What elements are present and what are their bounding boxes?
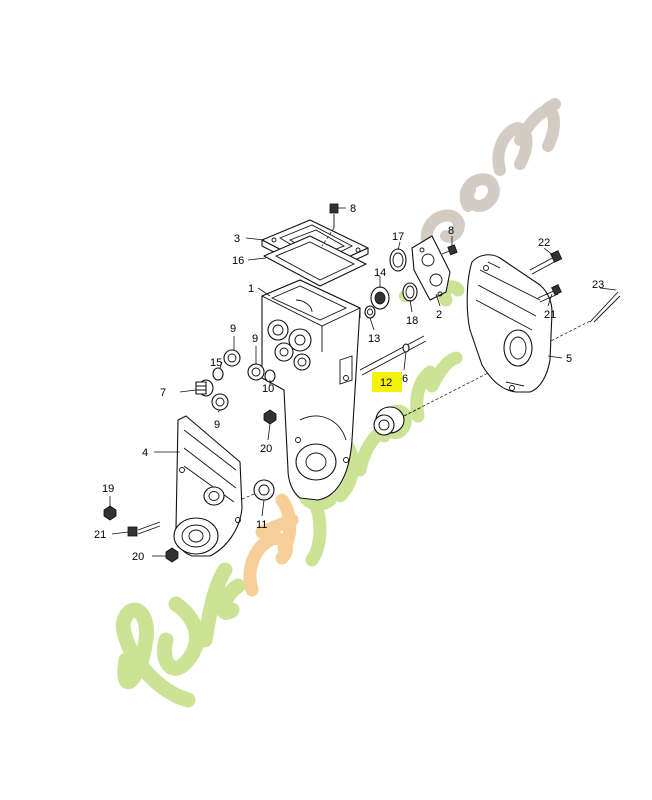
bearing-14: [370, 286, 390, 310]
bolt-22: [529, 250, 563, 275]
callout-13: 13: [368, 333, 380, 345]
cap-9-mid: [247, 363, 265, 381]
callout-1: 1: [248, 283, 254, 295]
shaft-6: [359, 335, 427, 376]
o-ring-18: [402, 282, 418, 302]
nut-20-lower: [165, 547, 179, 563]
o-ring-17: [389, 248, 407, 272]
callout-4: 4: [142, 447, 148, 459]
callout-6: 6: [402, 373, 408, 385]
callout-9-upper: 9: [230, 323, 236, 335]
callout-7: 7: [160, 387, 166, 399]
callout-12-highlight: [372, 372, 402, 392]
seal-13: [364, 305, 376, 319]
callout-15: 15: [210, 357, 222, 369]
callout-21-left: 21: [94, 529, 106, 541]
callout-21-right: 21: [544, 309, 556, 321]
callout-12: 12: [380, 377, 392, 389]
gear-case-1: [260, 279, 362, 501]
left-inner-cover: [173, 415, 243, 557]
callout-labels: 8 3 16 1 17 8 14 18 2 13 6 12 22 21 23 5…: [94, 203, 604, 563]
callout-3: 3: [234, 233, 240, 245]
callout-9-lower: 9: [214, 419, 220, 431]
callout-19: 19: [102, 483, 114, 495]
seal-15: [212, 367, 224, 381]
plug-7: [195, 379, 214, 397]
gasket-plate-2: [411, 235, 451, 301]
callout-20-upper: 20: [260, 443, 272, 455]
callout-11: 11: [256, 519, 267, 531]
callout-20-lower: 20: [132, 551, 144, 563]
callout-23: 23: [592, 279, 604, 291]
nut-20-upper: [263, 409, 277, 425]
callout-5: 5: [566, 353, 572, 365]
gasket-16: [263, 235, 367, 287]
callout-9-mid: 9: [252, 333, 258, 345]
seal-11: [239, 479, 275, 501]
bolt-8-right: [441, 244, 458, 256]
callout-10: 10: [262, 383, 274, 395]
callout-17: 17: [392, 231, 404, 243]
bolt-8-top: [321, 203, 339, 247]
callout-8-top: 8: [350, 203, 356, 215]
right-outer-cover: [466, 254, 553, 393]
bolt-21-left: [127, 521, 161, 537]
bolt-21-right: [537, 284, 562, 303]
cap-9-upper: [223, 349, 241, 367]
bolt-19: [103, 505, 117, 521]
callout-2: 2: [436, 309, 442, 321]
cap-9-lower: [211, 393, 229, 411]
bearing-12: [373, 406, 421, 436]
callout-14: 14: [374, 267, 386, 279]
callout-22: 22: [538, 237, 550, 249]
callout-18: 18: [406, 315, 418, 327]
callout-8-right: 8: [448, 225, 454, 237]
leader-lines: [109, 207, 617, 557]
callout-16: 16: [232, 255, 244, 267]
